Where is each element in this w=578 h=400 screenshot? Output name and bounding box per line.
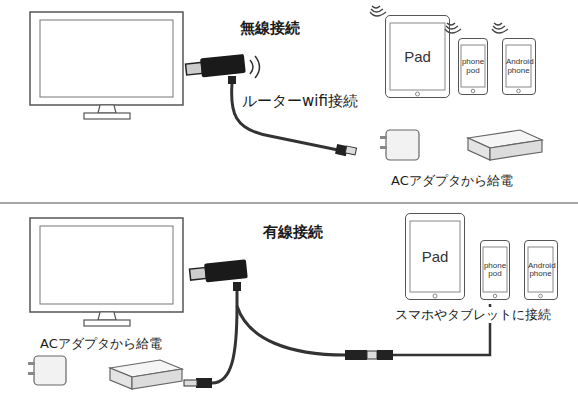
separator-line (0, 202, 578, 204)
phone-screen (528, 247, 553, 292)
smartphone: Android phone (524, 240, 558, 300)
wifi-icon (492, 23, 508, 33)
tv-base (84, 113, 130, 119)
adapter-prong (28, 362, 35, 365)
tv-stand (98, 312, 116, 320)
section-heading: 無線接続 (240, 19, 300, 37)
cable-boot (228, 76, 236, 84)
adapter-prong (380, 146, 387, 149)
ac-adapter (34, 356, 66, 385)
connection-note: スマホやタブレットに接続 (393, 307, 553, 323)
cable-connector (377, 350, 393, 360)
phone-screen (461, 45, 485, 87)
power-note: ACアダプタから給電 (40, 336, 162, 352)
device-label: Pad (422, 249, 449, 265)
smartphone: phone pod (458, 38, 488, 95)
tv-stand (98, 105, 116, 113)
tv-frame (30, 218, 183, 312)
tv-screen (40, 20, 173, 97)
adapter-prong (380, 136, 387, 139)
wifi-icon (445, 23, 461, 33)
smartphone: phone pod (480, 240, 510, 300)
usb-plug (186, 62, 203, 75)
home-button (493, 294, 497, 298)
home-button (517, 89, 521, 93)
power-cable (212, 291, 237, 383)
device-label: phone pod (483, 262, 507, 279)
tv-frame (30, 12, 183, 105)
cable-connector (345, 350, 367, 360)
device-label: Android phone (506, 58, 531, 75)
home-button (539, 294, 543, 298)
cable-boot (233, 282, 241, 291)
router-front (490, 140, 542, 160)
device-label: phone pod (461, 58, 485, 75)
router-front (132, 369, 182, 389)
tablet-screen (390, 23, 445, 90)
data-cable (237, 306, 345, 355)
dongle (189, 259, 248, 284)
tablet-screen (410, 221, 460, 292)
power-note: ACアダプタから給電 (391, 173, 513, 189)
tablet: Pad (405, 213, 465, 300)
phone-screen (483, 247, 507, 292)
home-button (433, 294, 437, 298)
ac-adapter (386, 130, 419, 160)
usb-plug (190, 267, 207, 280)
router-side (468, 138, 490, 160)
smartphone: Android phone (502, 38, 536, 95)
connection-note: ルーターwifi接続 (242, 92, 358, 110)
usb-plug (184, 380, 197, 386)
wifi-icon (370, 6, 386, 16)
section-heading: 有線接続 (263, 223, 323, 241)
wifi-waves (250, 56, 260, 78)
cable-plug (196, 378, 212, 388)
tablet: Pad (385, 15, 450, 98)
device-label: Android phone (528, 262, 553, 279)
dongle (185, 54, 246, 79)
adapter-prong (28, 372, 35, 375)
tv-screen (40, 226, 173, 304)
home-button (416, 92, 420, 96)
router-side (110, 368, 132, 389)
dongle-body (200, 54, 246, 77)
usb-plug (367, 351, 377, 359)
tv-base (84, 320, 130, 326)
home-button (471, 89, 475, 93)
usb-plug (345, 146, 356, 155)
dongle-body (204, 259, 248, 282)
phone-screen (506, 45, 531, 87)
device-label: Pad (404, 49, 431, 65)
